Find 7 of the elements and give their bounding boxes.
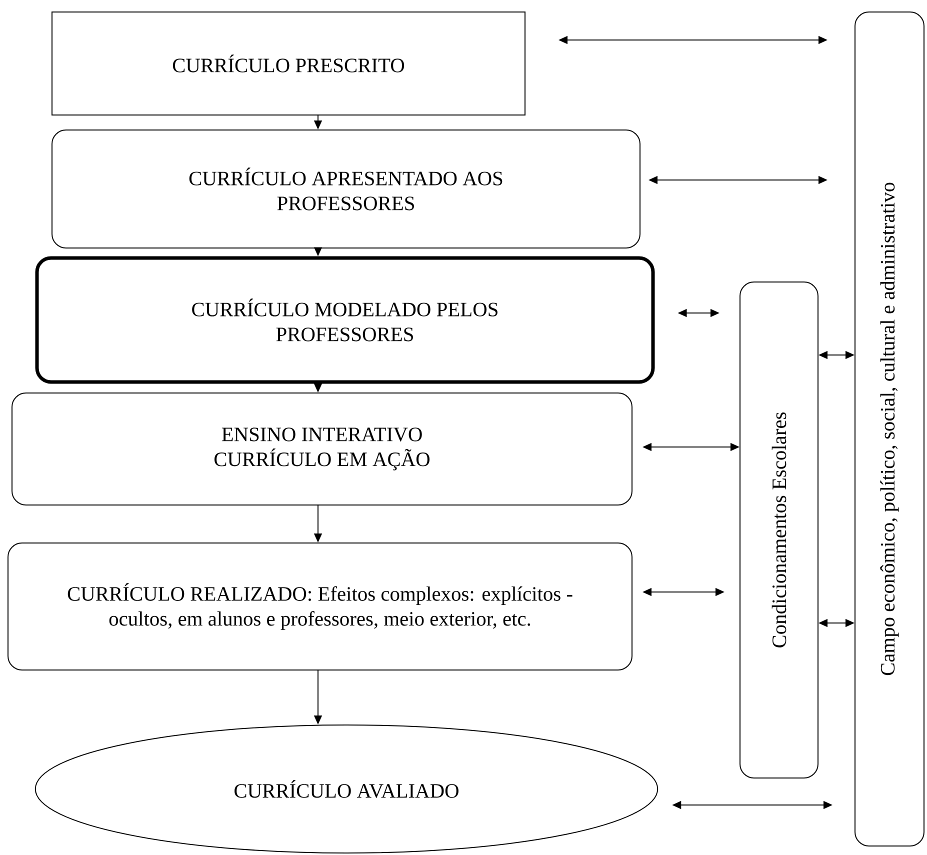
process-box: CURRÍCULO APRESENTADO AOS PROFESSORES: [52, 130, 640, 248]
process-box: CURRÍCULO PRESCRITO: [52, 12, 526, 116]
process-box: CURRÍCULO REALIZADO: Efeitos complexos: explícitos - ocultos, em alunos e professores, meio exterior, etc.: [8, 542, 632, 670]
side-panel: Campo econômico, político, social, cultural e administrativo: [854, 12, 924, 846]
process-box: CURRÍCULO MODELADO PELOS PROFESSORES: [35, 256, 655, 384]
process-box: ENSINO INTERATIVO CURRÍCULO EM AÇÃO: [12, 392, 632, 506]
side-panel: Condicionamentos Escolares: [740, 282, 818, 778]
